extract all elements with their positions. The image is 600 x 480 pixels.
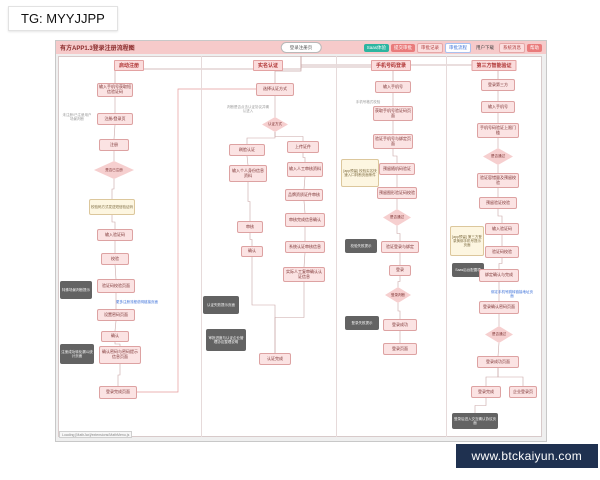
flow-node-n64[interactable]: 企业登录页 — [509, 386, 537, 398]
flow-node-n7[interactable]: 输入验证码 — [97, 229, 133, 241]
flow-node-n32[interactable]: 认证完成 — [259, 353, 291, 365]
flow-node-n54[interactable]: [app预留] 第三方登录换绑手机号提示页面 — [450, 226, 484, 256]
flow-node-n65[interactable]: 登录后进入交互确认协议页面 — [452, 413, 498, 429]
flow-node-n40[interactable]: 是否通过 — [383, 209, 411, 226]
flow-node-n59[interactable]: 绑定手机号跳转链接地址页面 — [491, 289, 533, 298]
toolbar-button-6[interactable]: 系统消息 — [499, 42, 525, 53]
flow-node-n52[interactable]: 验证容错量及预留校验 — [477, 173, 519, 188]
flow-node-n38[interactable]: 预留随机码验证 — [379, 163, 415, 175]
lane-title-3: 手机号码登录 — [370, 60, 412, 71]
flow-node-t2: 判断是否点击认证协议并确认进入 — [227, 104, 269, 113]
flow-node-n47[interactable]: 登录页面 — [383, 343, 417, 355]
flow-node-n17[interactable]: 选择认证方式 — [256, 83, 294, 96]
flow-node-n24[interactable]: 上传证件 — [287, 141, 319, 153]
flow-node-n26[interactable]: 品牌资质证件审核 — [285, 189, 323, 201]
flow-node-n23[interactable]: 确认 — [241, 246, 263, 257]
flow-node-n42[interactable]: 验证登录与绑定 — [381, 241, 419, 253]
flow-node-n50[interactable]: 手机号码验证上限门槛 — [477, 123, 519, 138]
lane-divider-1 — [201, 56, 202, 437]
toolbar-button-3[interactable]: 审批记录 — [417, 42, 443, 53]
flow-node-n60[interactable]: 登录确认密码页面 — [479, 301, 519, 314]
flow-node-n62[interactable]: 登录成功页面 — [477, 356, 519, 368]
toolbar-button-1[interactable]: Saas体验 — [363, 43, 389, 52]
toolbar-button-5[interactable]: 用户下载 — [476, 44, 494, 50]
flow-node-n36[interactable]: 验证手机号与绑定页面 — [373, 134, 413, 149]
flow-node-n28[interactable]: 系统认证审核信息 — [285, 241, 325, 253]
flow-node-n44[interactable]: 登录判断 — [385, 287, 411, 303]
flow-node-n51[interactable]: 是否通过 — [483, 148, 513, 165]
toolbar-button-7[interactable]: 帮助 — [527, 43, 542, 52]
flow-node-n39[interactable]: 预留图形验证码校验 — [377, 187, 417, 199]
flow-node-n48[interactable]: 登录第三方 — [481, 79, 515, 91]
flow-node-n1[interactable]: 输入手机号获取短信验证码 — [97, 83, 133, 97]
flow-node-n20[interactable]: 刷脸认证 — [229, 144, 265, 156]
flow-node-n49[interactable]: 输入手机号 — [481, 101, 515, 113]
flow-node-n37[interactable]: [app预留] 校验实名快速入口判断页面条件 — [341, 159, 379, 187]
flow-node-n57[interactable]: 验证码校验 — [485, 246, 519, 258]
flow-node-n63[interactable]: 登录完成 — [471, 386, 501, 398]
flow-node-n22[interactable]: 审核 — [237, 221, 263, 233]
flow-node-n27[interactable]: 审核完成信息确认 — [285, 213, 325, 227]
lane-divider-2 — [336, 56, 337, 437]
flow-node-n30[interactable]: 认证失败提示页面 — [203, 296, 239, 314]
flow-node-n9[interactable]: 特殊场景判断提示 — [60, 281, 92, 299]
status-text: Loading [MathJax]/extensions/MathMenu.js — [59, 431, 133, 438]
app-window: 有方APP1.3登录注册流程图 Saas体验提交审批审批记录审批流程用户下载系统… — [55, 40, 547, 442]
flow-node-n58[interactable]: 绑定确认与完成 — [479, 269, 519, 282]
flow-node-n11[interactable]: 更多注册流程说明链接页面 — [116, 299, 158, 304]
lane-title-1: 启动注册 — [113, 60, 145, 71]
flow-node-n43[interactable]: 登录 — [389, 265, 411, 276]
flow-node-n6[interactable]: 校验码方式发送短信验证码 — [89, 199, 135, 215]
flow-node-n3[interactable]: 注册/登录页 — [97, 113, 133, 125]
flow-node-n8[interactable]: 校验 — [101, 253, 129, 265]
flow-node-n61[interactable]: 是否通过 — [485, 326, 513, 343]
flow-node-n45[interactable]: 登录失败提示 — [345, 316, 379, 330]
lane-divider-3 — [446, 56, 447, 437]
flow-node-t1: 未注册/已注册用户场景判断 — [62, 112, 92, 121]
flow-node-n10[interactable]: 验证码校验页面 — [97, 279, 135, 293]
flow-node-n41[interactable]: 校验失败提示 — [345, 239, 377, 253]
flow-node-n13[interactable]: 确认 — [101, 331, 129, 342]
flow-node-n21[interactable]: 输入个人身份信息资料 — [229, 165, 267, 182]
flow-node-n16[interactable]: 登录完成页面 — [99, 386, 137, 399]
flow-node-n56[interactable]: Saas后台配置项 — [452, 263, 484, 277]
flow-node-n15[interactable]: 确认密码与密码提示信息页面 — [99, 346, 141, 364]
flow-node-n46[interactable]: 登录成功 — [383, 319, 417, 331]
flow-node-t3: 手机号格式校验 — [355, 99, 381, 104]
flow-node-n35[interactable]: 获取手机号验证码页面 — [373, 106, 413, 121]
watermark-top-label: TG: MYYJJPP — [8, 6, 118, 31]
flow-node-n55[interactable]: 输入验证码 — [485, 223, 519, 235]
app-title: 有方APP1.3登录注册流程图 — [60, 46, 135, 52]
toolbar-button-2[interactable]: 提交审批 — [391, 43, 415, 52]
flow-node-n14[interactable]: 注册成功转化漏斗统计页面 — [60, 344, 94, 364]
flow-node-n12[interactable]: 设置密码页面 — [97, 309, 135, 321]
flow-node-n5[interactable]: 是否已注册 — [94, 161, 134, 179]
lane-title-2: 实名认证 — [252, 60, 284, 71]
lane-title-4: 第三方智能验证 — [471, 60, 517, 71]
page-pill[interactable]: 登录注册页 — [280, 42, 322, 53]
flow-node-n53[interactable]: 预留验证校验 — [479, 197, 517, 209]
toolbar: Saas体验提交审批审批记录审批流程用户下载系统消息帮助 — [363, 42, 542, 53]
watermark-bottom-bar: www.btckaiyun.com — [455, 444, 598, 468]
flow-node-n31[interactable]: 审批进度与认证企业管理协议整理说明 — [206, 329, 246, 351]
flow-node-n29[interactable]: 实际人工复审确认认证信息 — [283, 267, 325, 282]
flow-node-n25[interactable]: 输入人工审核资料 — [287, 162, 323, 177]
flow-node-n19[interactable]: 认证方式 — [262, 117, 288, 132]
flow-node-n4[interactable]: 注册 — [99, 139, 129, 151]
toolbar-button-4[interactable]: 审批流程 — [445, 42, 471, 53]
flow-node-n33[interactable]: 输入手机号 — [375, 81, 411, 93]
